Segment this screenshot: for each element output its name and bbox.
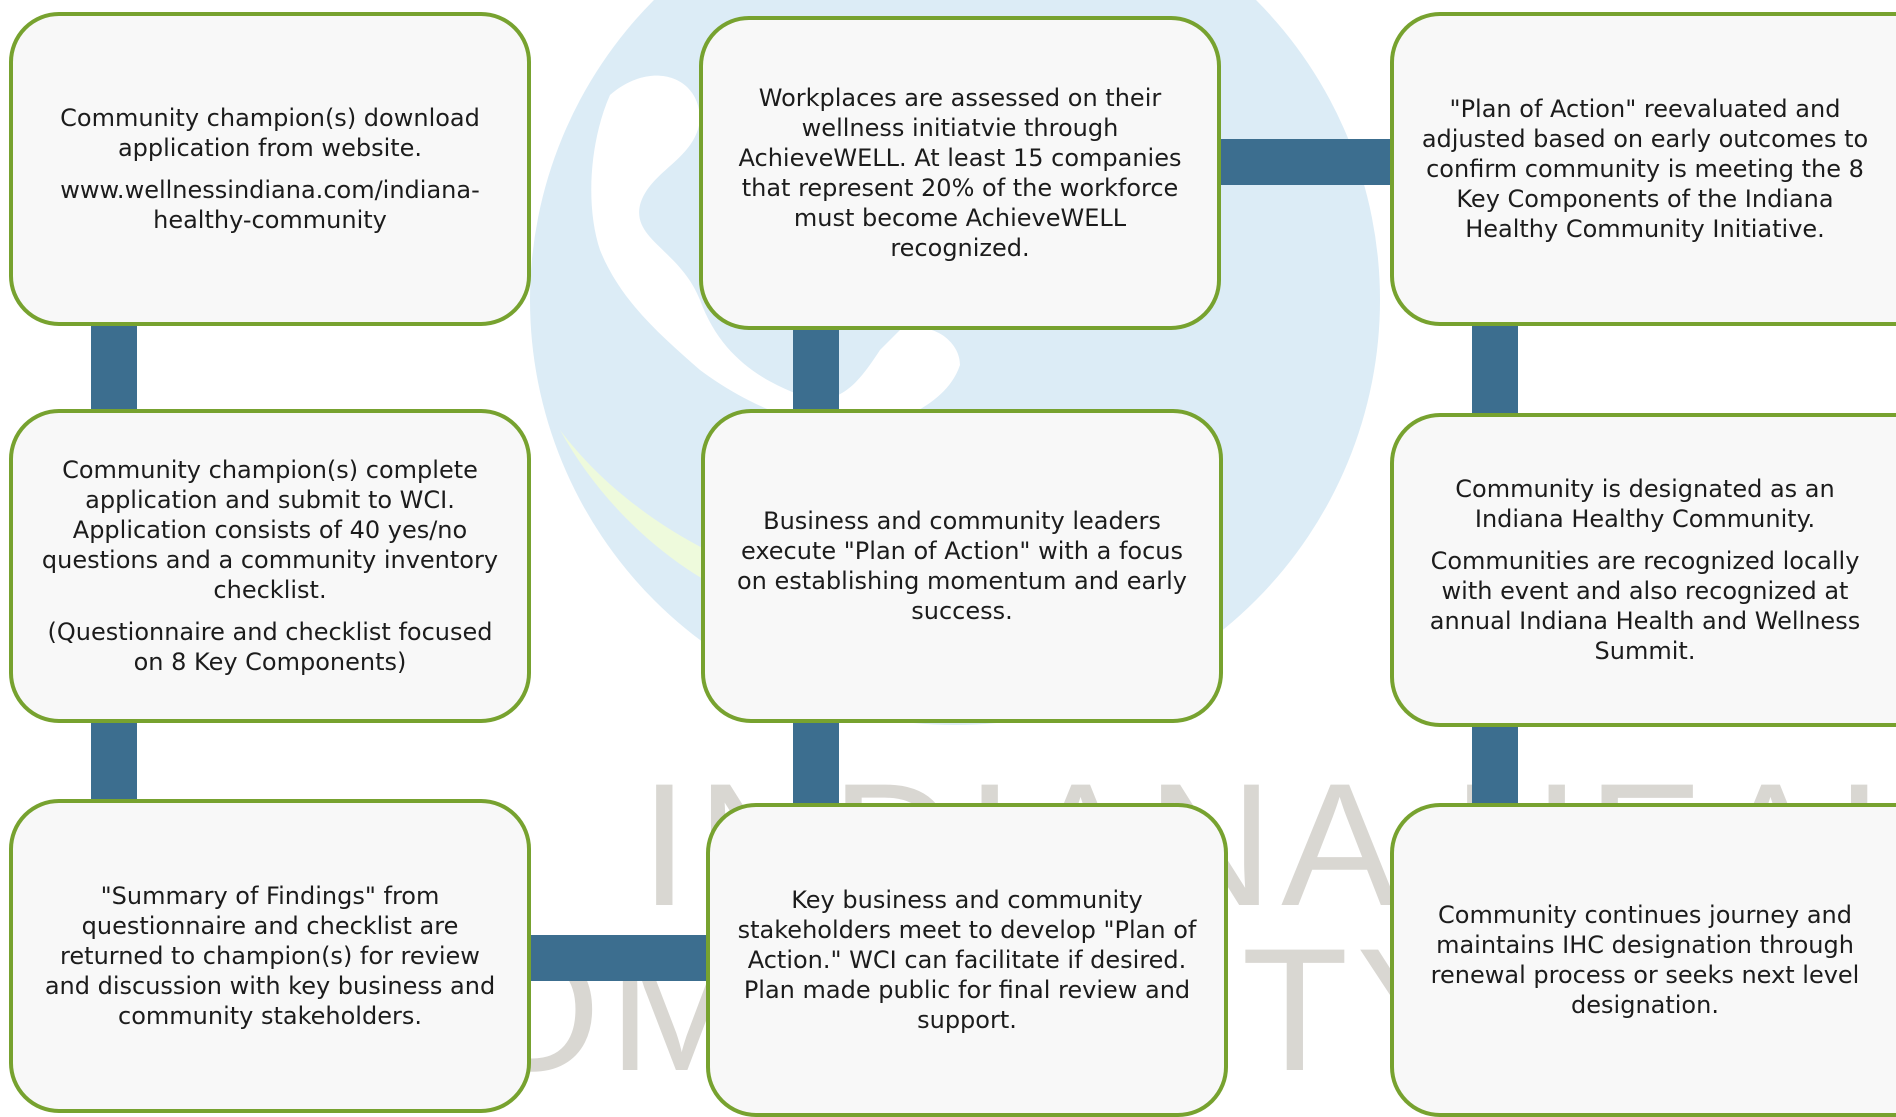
connector-step6-step7 xyxy=(1214,139,1394,185)
watermark-continent xyxy=(591,75,960,430)
step-2-note: (Questionnaire and checklist focused on … xyxy=(47,618,493,676)
step-box-5-execute-plan: Business and community leaders execute "… xyxy=(701,409,1223,723)
step-box-6-assess-workplaces: Workplaces are assessed on their wellnes… xyxy=(699,16,1221,330)
step-4-text: Key business and community stakeholders … xyxy=(737,886,1197,1034)
step-1-website: www.wellnessindiana.com/indiana-healthy-… xyxy=(60,176,480,234)
connector-step4-step5 xyxy=(793,715,839,807)
step-3-text: "Summary of Findings" from questionnaire… xyxy=(44,882,496,1030)
step-9-text: Community continues journey and maintain… xyxy=(1430,901,1860,1019)
step-5-text: Business and community leaders execute "… xyxy=(737,507,1187,625)
connector-step2-step3 xyxy=(91,715,137,807)
connector-step1-step2 xyxy=(91,318,137,418)
watermark-leaf xyxy=(560,430,1110,633)
step-1-text: Community champion(s) download applicati… xyxy=(60,104,480,162)
step-6-text: Workplaces are assessed on their wellnes… xyxy=(738,84,1182,262)
step-8-text: Community is designated as an Indiana He… xyxy=(1455,475,1835,533)
step-box-4-develop-plan: Key business and community stakeholders … xyxy=(706,803,1228,1117)
connector-step8-step9 xyxy=(1472,715,1518,807)
connector-step3-step4 xyxy=(526,935,714,981)
step-box-2-complete-application: Community champion(s) complete applicati… xyxy=(9,409,531,723)
step-box-1-download-application: Community champion(s) download applicati… xyxy=(9,12,531,326)
connector-step7-step8 xyxy=(1472,318,1518,418)
step-7-text: "Plan of Action" reevaluated and adjuste… xyxy=(1421,95,1869,243)
step-2-text: Community champion(s) complete applicati… xyxy=(41,456,499,604)
step-box-8-designated: Community is designated as an Indiana He… xyxy=(1390,413,1896,727)
step-8-recognition: Communities are recognized locally with … xyxy=(1429,547,1861,665)
step-box-7-reevaluate-plan: "Plan of Action" reevaluated and adjuste… xyxy=(1390,12,1896,326)
step-box-9-continue-journey: Community continues journey and maintain… xyxy=(1390,803,1896,1117)
connector-step5-step6 xyxy=(793,318,839,418)
step-box-3-summary-of-findings: "Summary of Findings" from questionnaire… xyxy=(9,799,531,1113)
